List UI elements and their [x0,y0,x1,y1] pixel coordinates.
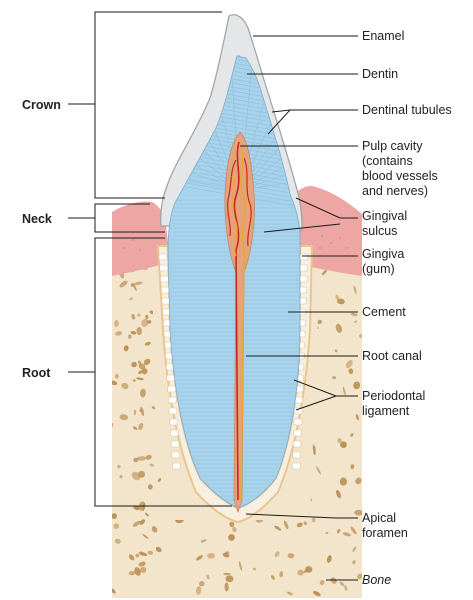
blood-vessel-branch [226,159,237,237]
region-brackets [68,11,232,507]
blood-vessel-branch [243,157,252,247]
region-label-crown: Crown [22,98,61,112]
label-apical-foramen-2: foramen [362,526,408,540]
nerve [240,147,247,501]
label-gingival-sulcus-1: Gingival [362,209,407,223]
label-apical-foramen-1: Apical [362,511,396,525]
label-dentinal-tubules: Dentinal tubules [362,103,452,117]
label-pulp-cavity-1: Pulp cavity [362,139,423,153]
label-dentin: Dentin [362,67,398,81]
label-gingival-sulcus-2: sulcus [362,224,397,238]
pulp-cavity [224,131,255,514]
label-periodontal-ligament-2: ligament [362,404,410,418]
leader-lines [240,35,358,581]
label-pulp-cavity-4: and nerves) [362,184,428,198]
label-pulp-cavity-2: (contains [362,154,413,168]
label-enamel: Enamel [362,29,404,43]
label-cement: Cement [362,305,406,319]
label-pulp-cavity-3: blood vessels [362,169,438,183]
blood-vessel [233,141,240,501]
nerve-branch [231,175,238,257]
region-label-root: Root [22,366,51,380]
label-gingiva-1: Gingiva [362,247,404,261]
label-bone: Bone [362,573,391,587]
label-periodontal-ligament-1: Periodontal [362,389,425,403]
label-root-canal: Root canal [362,349,422,363]
label-gingiva-2: (gum) [362,262,395,276]
region-label-neck: Neck [22,212,52,226]
